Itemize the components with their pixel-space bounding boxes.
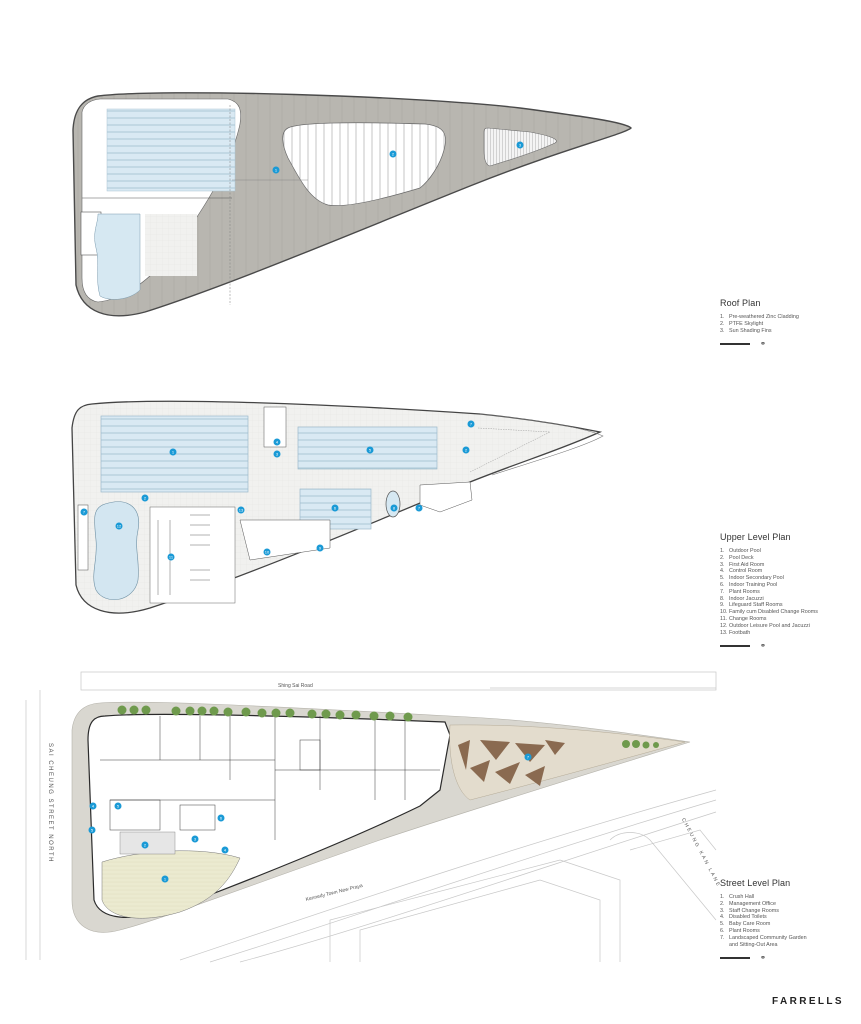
- road-label-sai-cheung-street: SAI CHEUNG STREET NORTH: [46, 743, 53, 863]
- upper-marker-pool-deck-east: 2: [462, 446, 470, 454]
- legend-item: 1.Crush Hall: [720, 894, 755, 900]
- street-marker-staff-change: 3: [191, 835, 199, 843]
- legend-item: 13.Footbath: [720, 629, 751, 636]
- legend-item: 4.Disabled Toilets: [720, 914, 767, 921]
- legend-item: 5.Baby Care Room: [720, 921, 771, 928]
- street-marker-management-office: 2: [141, 841, 149, 849]
- legend-item: 5.Indoor Secondary Pool: [720, 575, 784, 582]
- upper-marker-pool-deck: 2: [141, 494, 149, 502]
- scale-bar-icon: [720, 645, 750, 648]
- north-arrow-icon: ⚭: [760, 955, 766, 963]
- street-scale-bar: ⚭: [720, 954, 860, 962]
- upper-marker-outdoor-pool: 1: [169, 448, 177, 456]
- street-marker-baby-care: 5: [114, 802, 122, 810]
- street-level-plan: [25, 671, 717, 963]
- legend-item: 11.Change Rooms: [720, 615, 767, 622]
- legend-item: 6.Plant Rooms: [720, 927, 760, 934]
- upper-marker-jacuzzi: 8: [390, 504, 398, 512]
- roof-marker-3: 3: [516, 141, 524, 149]
- upper-marker-family-change: 10: [263, 548, 271, 556]
- upper-level-title: Upper Level Plan: [720, 532, 791, 542]
- roof-plan-legend: Roof Plan 1.Pre-weathered Zinc Cladding …: [720, 298, 860, 348]
- legend-item: 9.Lifeguard Staff Rooms: [720, 602, 783, 609]
- street-marker-crush-hall: 1: [161, 875, 169, 883]
- street-marker-disabled-toilets: 4: [89, 802, 97, 810]
- street-level-title: Street Level Plan: [720, 878, 791, 888]
- farrells-logo: FARRELLS: [772, 996, 844, 1007]
- legend-item: 4.Control Room: [720, 568, 763, 575]
- street-level-legend: Street Level Plan 1.Crush Hall 2.Managem…: [720, 878, 860, 962]
- upper-marker-leisure-pool: 12: [115, 522, 123, 530]
- roof-marker-2: 2: [389, 150, 397, 158]
- upper-marker-training-pool: 6: [331, 504, 339, 512]
- upper-marker-plant-room-ne: 7: [467, 420, 475, 428]
- legend-item: and Sitting-Out Area: [729, 941, 778, 948]
- legend-item: 1.Pre-weathered Zinc Cladding: [720, 314, 799, 320]
- legend-item: 2.Pool Deck: [720, 554, 754, 561]
- street-marker-disabled-toilets-2: 4: [221, 846, 229, 854]
- road-label-shing-sai: Shing Sai Road: [278, 683, 313, 689]
- legend-item: 3.First Aid Room: [720, 561, 765, 568]
- roof-scale-bar: ⚭: [720, 340, 860, 348]
- upper-marker-plant-room-w: 7: [80, 508, 88, 516]
- street-marker-garden: 7: [524, 753, 532, 761]
- scale-bar-icon: [720, 343, 750, 346]
- upper-marker-control-room: 4: [273, 438, 281, 446]
- scale-bar-icon: [720, 957, 750, 960]
- roof-marker-1: 1: [272, 166, 280, 174]
- legend-item: 10.Family cum Disabled Change Rooms: [720, 609, 818, 616]
- legend-item: 12.Outdoor Leisure Pool and Jacuzzi: [720, 622, 810, 629]
- legend-item: 7.Plant Rooms: [720, 588, 760, 595]
- upper-level-legend: Upper Level Plan 1.Outdoor Pool 2.Pool D…: [720, 532, 860, 650]
- legend-item: 2.PTFE Skylight: [720, 320, 764, 327]
- legend-item: 7.Landscaped Community Garden: [720, 934, 807, 941]
- north-arrow-icon: ⚭: [760, 643, 766, 651]
- roof-plan: [72, 92, 632, 317]
- legend-item: 1.Outdoor Pool: [720, 548, 761, 554]
- street-marker-plant-rooms: 6: [217, 814, 225, 822]
- legend-item: 6.Indoor Training Pool: [720, 581, 778, 588]
- upper-level-legend-list: 1.Outdoor Pool 2.Pool Deck 3.First Aid R…: [720, 548, 860, 636]
- legend-item: 2.Management Office: [720, 900, 776, 907]
- upper-marker-change-rooms: 11: [167, 553, 175, 561]
- upper-marker-footbath: 13: [237, 506, 245, 514]
- north-arrow-icon: ⚭: [760, 341, 766, 349]
- upper-marker-first-aid: 3: [273, 450, 281, 458]
- roof-plan-legend-list: 1.Pre-weathered Zinc Cladding 2.PTFE Sky…: [720, 314, 860, 334]
- legend-item: 3.Sun Shading Fins: [720, 327, 772, 334]
- upper-marker-lifeguard: 9: [316, 544, 324, 552]
- upper-scale-bar: ⚭: [720, 642, 860, 650]
- street-level-legend-list: 1.Crush Hall 2.Management Office 3.Staff…: [720, 894, 860, 948]
- legend-item: 8.Indoor Jacuzzi: [720, 595, 764, 602]
- roof-plan-title: Roof Plan: [720, 298, 761, 308]
- street-marker-baby-care-2: 5: [88, 826, 96, 834]
- upper-marker-plant-room-e: 7: [415, 504, 423, 512]
- upper-marker-secondary-pool: 5: [366, 446, 374, 454]
- legend-item: 3.Staff Change Rooms: [720, 907, 779, 914]
